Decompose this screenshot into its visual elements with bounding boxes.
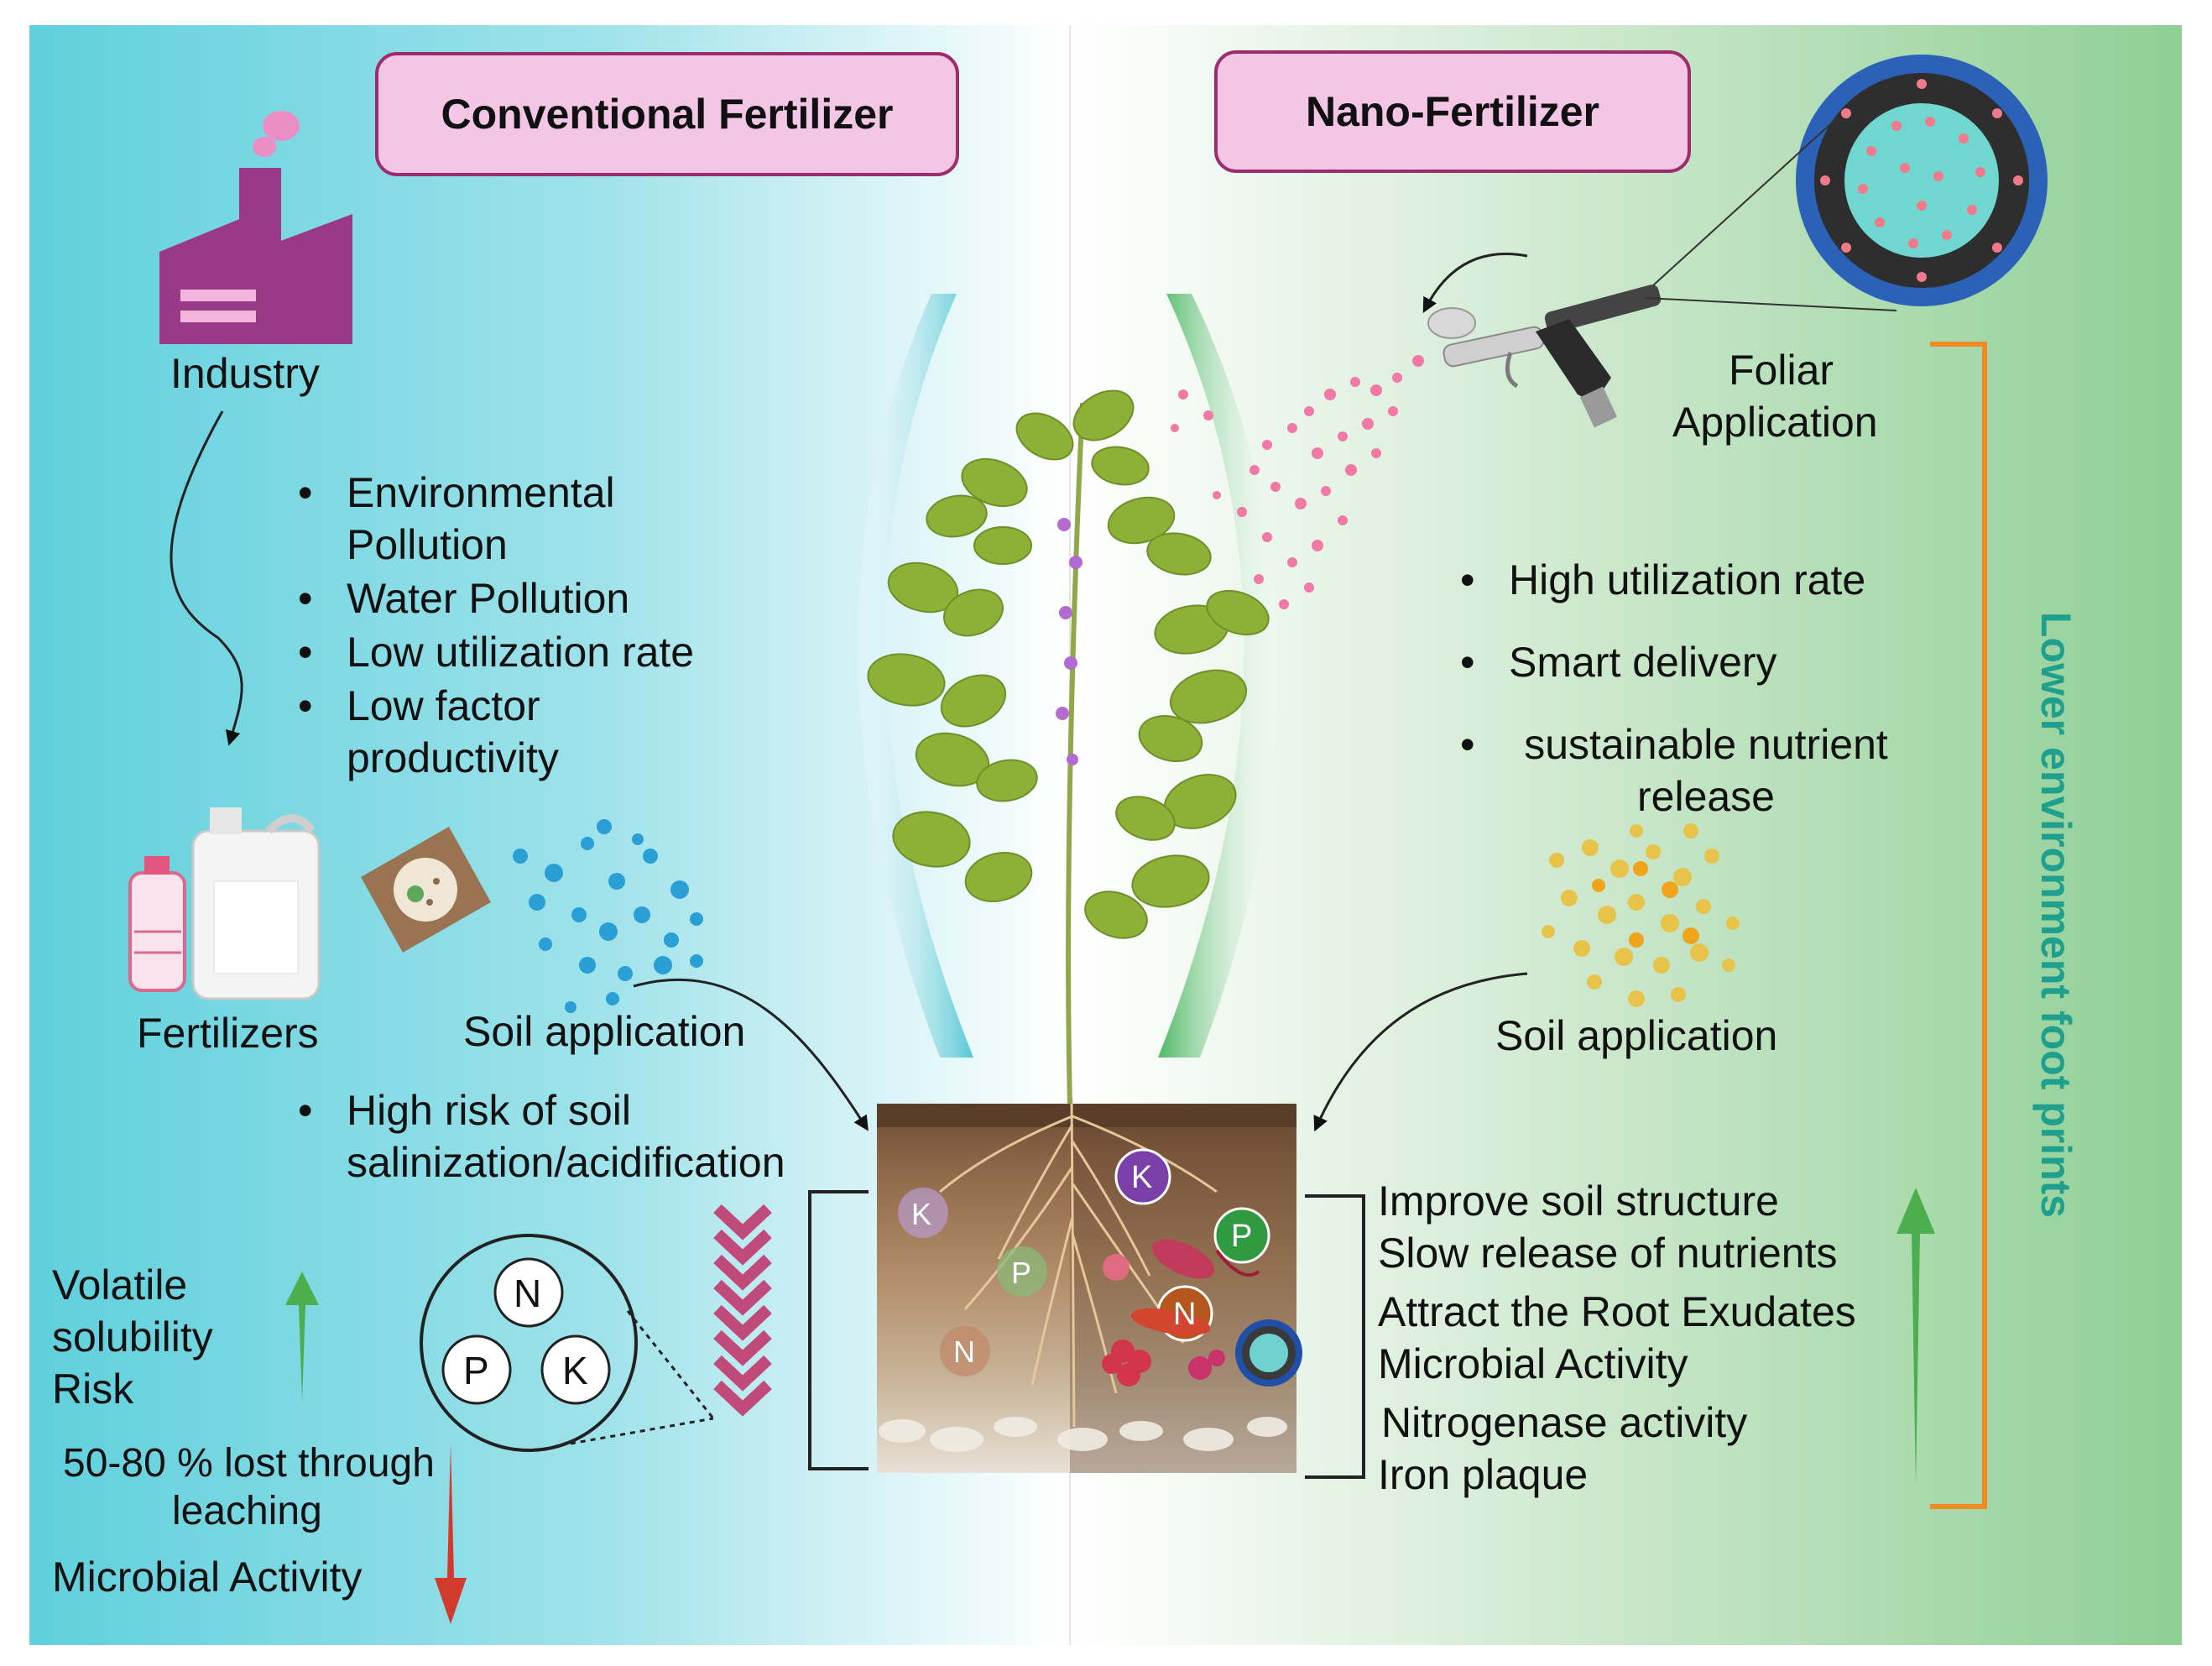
yellow-granules [1542,823,1740,1007]
impact-list: Environmental Pollution Water Pollution … [298,467,768,786]
zoom-line-bottom [1644,297,1897,311]
industry-to-fertilizer-arrow [170,410,243,746]
leaching-label-line1: 50-80 % lost through [63,1441,435,1486]
fertilizer-bag-icon [361,827,491,953]
right-soil-bracket [1305,1194,1365,1479]
soil-nutrient-k-faded [898,1188,948,1238]
soil-cross-section [877,1104,1296,1473]
footprint-bracket [1930,342,1987,1509]
soil-microbes [1102,1239,1260,1387]
foliar-label-line1: Foliar [1729,347,1834,394]
benefit-item: Smart delivery [1460,636,1930,688]
soil-nutrient-k [1114,1148,1171,1205]
soil-effect-item: Attract the Root Exudates [1378,1288,1856,1335]
impact-item: Low factor productivity [298,680,768,784]
left-crescent [858,294,973,1058]
impact-item: Low utilization rate [298,626,768,678]
volatility-line: solubility [52,1313,213,1360]
npk-dotted-line-top [626,1310,715,1419]
industry-label: Industry [170,350,320,397]
soil-nutrient-n-faded [940,1326,990,1376]
right-soil-arrow [1313,972,1528,1132]
up-arrow-right [1896,1188,1935,1486]
microbial-activity-label-left: Microbial Activity [52,1554,363,1601]
down-arrow-red [435,1444,467,1624]
impact-item: Environmental Pollution [298,467,768,571]
fertilizers-label: Fertilizers [137,1010,319,1057]
soil-risk-list: High risk of soil salinization/acidifica… [298,1084,852,1190]
benefit-item: High utilization rate [1460,554,1930,606]
volatility-line: Risk [52,1366,134,1413]
fertilizer-bottle-icon [128,856,186,992]
soil-effect-item: Improve soil structure [1378,1178,1779,1225]
benefit-item: sustainable nutrient release [1460,718,1930,823]
soil-effect-item: Iron plaque [1378,1451,1589,1498]
soil-nanoparticle-icon [1235,1319,1302,1387]
benefit-list: High utilization rate Smart delivery sus… [1460,554,1930,824]
fertilizer-jug-icon [191,807,321,1000]
npk-k: K [562,1349,588,1392]
npk-dotted-line-bottom [570,1417,714,1445]
soil-effects-list: Improve soil structure Slow release of n… [1378,1175,1856,1501]
impact-item: Water Pollution [298,572,768,624]
soil-nutrient-p-faded [997,1246,1047,1297]
conventional-fertilizer-title: Conventional Fertilizer [375,52,959,176]
spray-droplets [1171,355,1424,609]
foliar-label-line2: Application [1672,399,1878,446]
npk-p: P [463,1349,489,1392]
soil-effect-item: Microbial Activity [1378,1340,1688,1387]
left-soil-application-label: Soil application [463,1008,746,1055]
leaching-label-line2: leaching [172,1489,322,1533]
plant-icon [867,389,1270,1105]
soil-nutrient-p [1213,1207,1270,1264]
soil-letter-k-faded: K [911,1197,932,1231]
leaching-chevrons [713,1204,772,1417]
footprint-label-container: Lower environment foot prints [2022,611,2089,1219]
soil-letter-p: P [1231,1219,1253,1254]
soil-letter-k: K [1131,1160,1153,1195]
spray-gun-icon [1427,285,1662,428]
right-crescent [1158,294,1278,1058]
nano-fertilizer-title: Nano-Fertilizer [1214,50,1691,173]
spray-direction-arrow [1422,253,1528,313]
left-soil-bracket [808,1190,869,1470]
zoom-line-top [1652,117,1839,286]
up-arrow-left [285,1272,319,1402]
volatility-list: Volatile solubility Risk [52,1259,213,1415]
soil-risk-item: High risk of soil salinization/acidifica… [298,1084,852,1188]
blue-granules [513,819,703,1013]
nanoparticle-zoom-icon [1796,55,2048,306]
soil-letter-n: N [1173,1297,1197,1332]
volatility-line: Volatile [52,1261,188,1308]
npk-group [420,1234,638,1452]
soil-letter-p-faded: P [1011,1256,1032,1290]
soil-letter-n-faded: N [953,1334,975,1369]
footprint-label: Lower environment foot prints [2032,611,2079,1219]
npk-n: N [514,1272,542,1315]
soil-effect-item: Nitrogenase activity [1381,1399,1748,1446]
soil-effect-item: Slow release of nutrients [1378,1230,1838,1277]
factory-icon [159,111,352,344]
right-soil-application-label: Soil application [1495,1012,1778,1059]
